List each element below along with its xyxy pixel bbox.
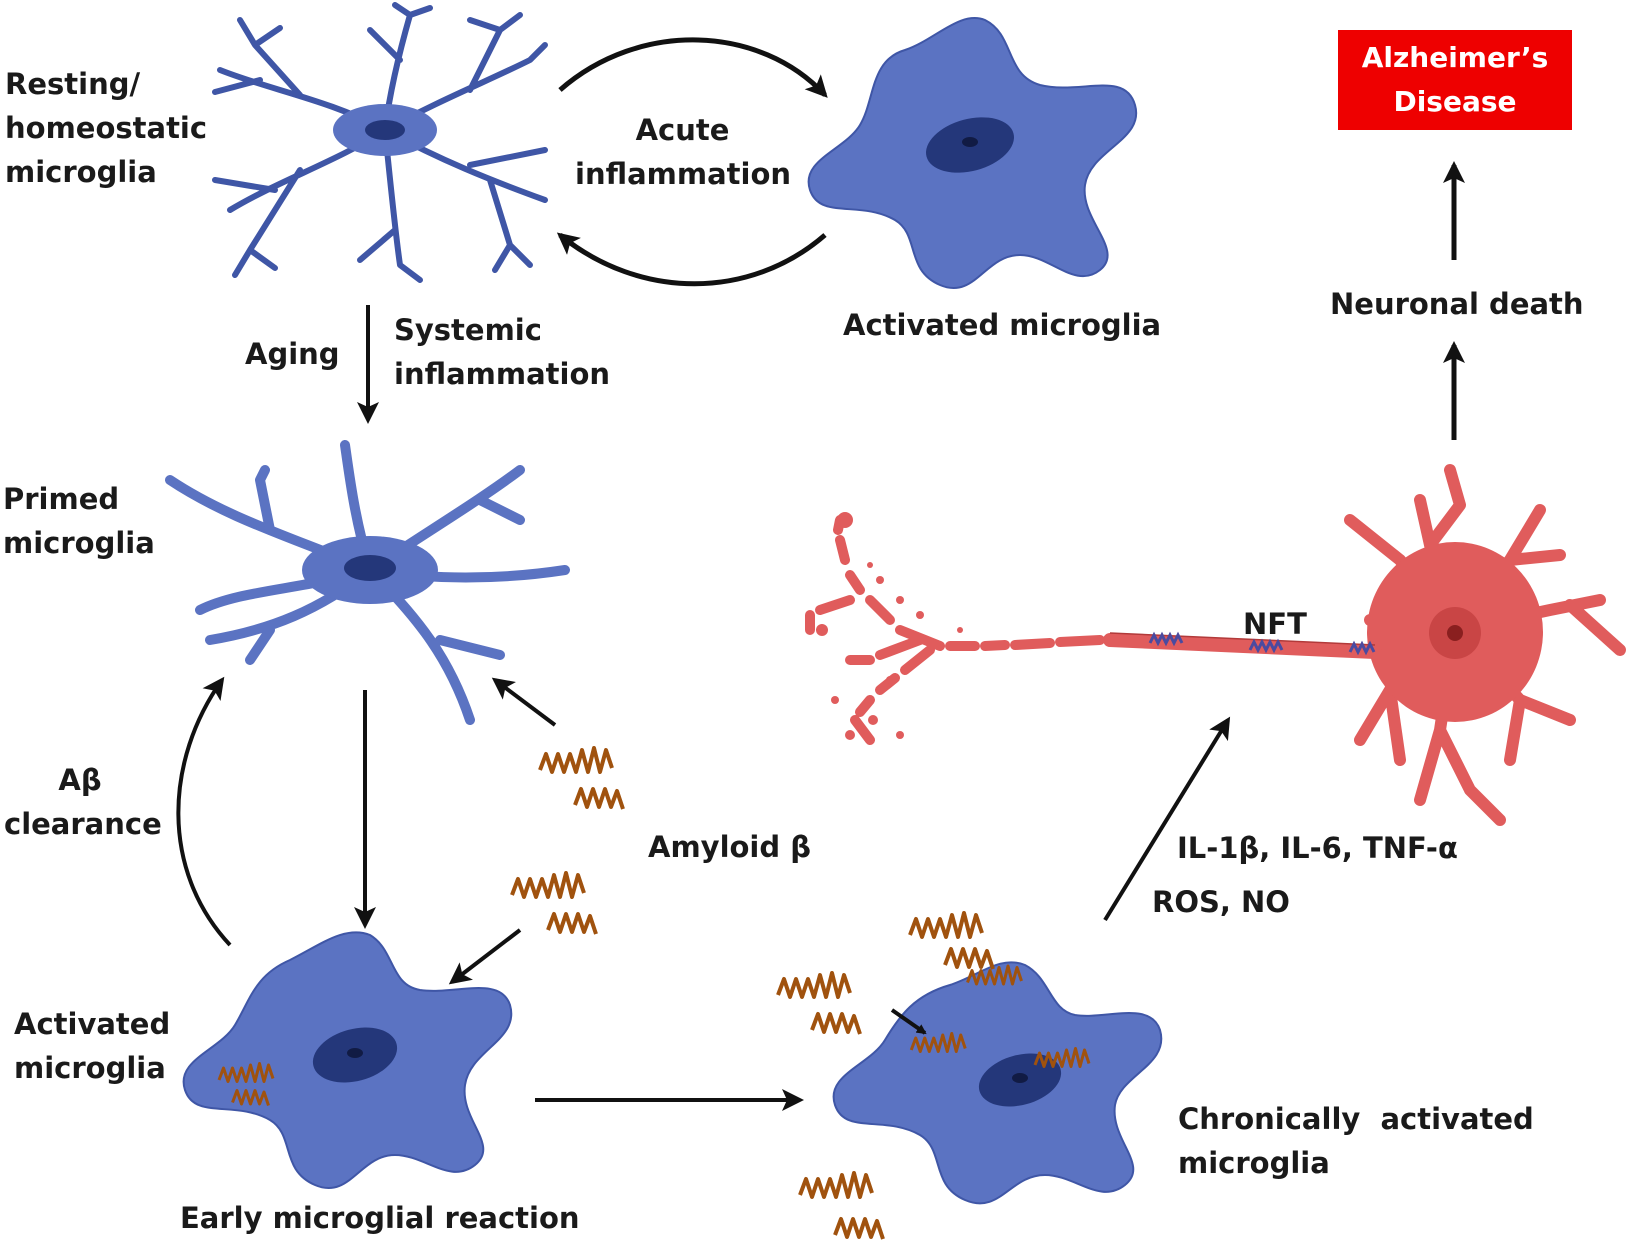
amyloid-cluster-chronic-top [908, 911, 995, 971]
primed-microglia-label: Primed microglia [3, 477, 155, 565]
label-line: Chronically activated [1178, 1102, 1534, 1136]
label-line: Alzheimer’s [1361, 41, 1549, 74]
label-line: microglia [3, 526, 155, 560]
chronic-microglia-label: Chronically activated microglia [1178, 1097, 1534, 1185]
nucleolus-dot [347, 1048, 363, 1058]
label-line: Primed [3, 482, 120, 516]
label-line: homeostatic [5, 111, 208, 145]
nft-tangles [1148, 631, 1376, 656]
amyloid-to-primed-arrow [491, 677, 557, 727]
label-line: Resting/ [5, 67, 141, 101]
label-line: inflammation [575, 157, 792, 191]
amyloid-to-chronic-arrow [890, 1008, 927, 1035]
acute-inflammation-return-arrow [556, 232, 827, 287]
resting-microglia-cell [212, 2, 548, 283]
label-line: clearance [4, 807, 162, 841]
activated-microglia-bottom-label: Activated microglia [14, 1002, 170, 1090]
alzheimers-disease-box: Alzheimer’s Disease [1338, 30, 1572, 130]
amyloid-cluster-lower [510, 871, 598, 936]
acute-inflammation-forward-arrow [558, 37, 828, 98]
ros-no-label: ROS, NO [1152, 885, 1290, 919]
neuronal-death-label: Neuronal death [1330, 287, 1584, 321]
acute-inflammation-label: Acute inflammation [575, 108, 792, 196]
resting-microglia-label: Resting/ homeostatic microglia [5, 62, 207, 194]
nft-label: NFT [1243, 607, 1307, 641]
label-line: Systemic [394, 313, 542, 347]
amyloid-cluster-upper [538, 746, 625, 811]
label-line: microglia [5, 155, 157, 189]
label-line: inflammation [394, 357, 611, 391]
amyloid-beta-label: Amyloid β [648, 830, 811, 864]
resting-microglia-nucleus [365, 120, 405, 140]
systemic-inflammation-label: Systemic inflammation [394, 308, 610, 396]
early-reaction-label: Early microglial reaction [180, 1201, 580, 1235]
ab-clearance-arrow [176, 676, 232, 947]
amyloid-cluster-chronic-left [776, 971, 862, 1036]
primed-microglia-nucleus [344, 555, 396, 581]
label-line: Disease [1393, 85, 1517, 118]
amyloid-to-activated-arrow [448, 928, 522, 985]
aging-label: Aging [245, 337, 340, 371]
cytokine-arrow [1103, 716, 1231, 922]
amyloid-cluster-chronic-bottom [798, 1171, 885, 1241]
label-line: Aβ [58, 763, 102, 797]
cytokines-label: IL-1β, IL-6, TNF-α [1177, 831, 1458, 865]
activated-microglia-top-label: Activated microglia [843, 308, 1162, 342]
label-line: microglia [1178, 1146, 1330, 1180]
label-line: microglia [14, 1051, 166, 1085]
ab-clearance-label: Aβ clearance [4, 758, 162, 846]
nucleolus-dot [962, 137, 978, 147]
neuron-cell [805, 464, 1626, 826]
nucleolus-dot [1012, 1073, 1028, 1083]
label-line: Acute [635, 113, 730, 147]
label-line: Activated [14, 1007, 171, 1041]
